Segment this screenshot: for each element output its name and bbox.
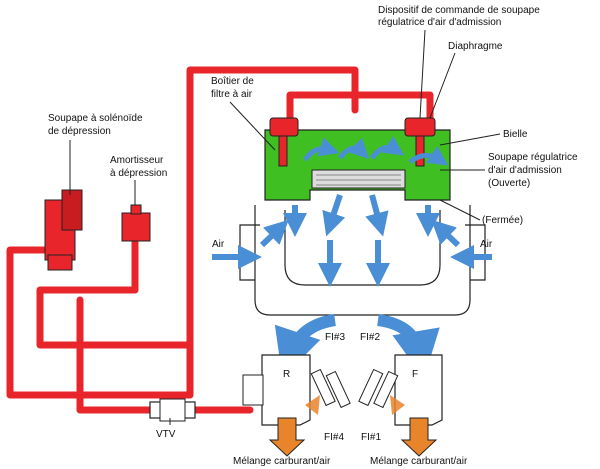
regulating-valve-label-1: Soupape régulatrice bbox=[488, 152, 578, 163]
mixture-arrows bbox=[268, 417, 438, 457]
diaphragm-left bbox=[269, 117, 299, 167]
vacuum-damper-label-1: Amortisseur bbox=[110, 155, 164, 166]
air-filter-box-leader bbox=[229, 101, 276, 151]
throttle-r-label: R bbox=[283, 369, 290, 380]
diaphragm-right bbox=[404, 117, 436, 167]
fi3-label: FI#3 bbox=[325, 332, 345, 343]
fi2-label: FI#2 bbox=[360, 332, 380, 343]
air-filter-box-label-2: filtre à air bbox=[211, 89, 253, 100]
throttle-body-rear bbox=[242, 354, 311, 426]
throttle-body-front bbox=[394, 354, 443, 426]
regulating-valve-label-3: (Ouverte) bbox=[488, 178, 530, 189]
throttle-flow-arrows bbox=[274, 314, 440, 379]
diaphragm-leader bbox=[429, 52, 456, 119]
vacuum-damper-label-2: à dépression bbox=[110, 168, 167, 179]
control-device-label-1: Dispositif de commande de soupape bbox=[378, 5, 540, 16]
fi1-label: FI#1 bbox=[361, 432, 381, 443]
mixture-right-label: Mélange carburant/air bbox=[370, 456, 468, 467]
solenoid-valve-label-1: Soupape à solénoïde bbox=[48, 113, 143, 124]
throttle-f-label: F bbox=[412, 369, 418, 380]
air-filter-box-label-1: Boîtier de bbox=[211, 76, 254, 87]
vacuum-hoses bbox=[6, 66, 434, 414]
intake-plenum bbox=[239, 205, 486, 316]
control-device-leader bbox=[419, 29, 426, 119]
rod-label: Bielle bbox=[503, 129, 528, 140]
rod-leader bbox=[439, 133, 501, 146]
closed-label: (Fermée) bbox=[482, 215, 523, 226]
vtv-valve bbox=[149, 398, 196, 422]
air-left-label: Air bbox=[212, 239, 225, 250]
fuel-sprays bbox=[305, 395, 405, 415]
injectors bbox=[310, 368, 399, 409]
control-device-label-2: régulatrice d'air d'admission bbox=[378, 17, 501, 28]
diaphragm-label: Diaphragme bbox=[448, 41, 503, 52]
solenoid-valve bbox=[44, 189, 83, 271]
mixture-left-label: Mélange carburant/air bbox=[233, 456, 331, 467]
vacuum-damper bbox=[121, 204, 151, 242]
solenoid-valve-label-2: de dépression bbox=[48, 126, 111, 137]
fi4-label: FI#4 bbox=[324, 432, 344, 443]
plenum-flow-arrows bbox=[283, 194, 440, 287]
air-inlet-arrows bbox=[212, 219, 492, 269]
closed-leader bbox=[439, 199, 481, 221]
regulating-valve-label-2: d'air d'admission bbox=[488, 165, 562, 176]
air-right-label: Air bbox=[480, 239, 493, 250]
vtv-label: VTV bbox=[156, 429, 176, 440]
airbox-flow-arrows bbox=[302, 136, 449, 166]
